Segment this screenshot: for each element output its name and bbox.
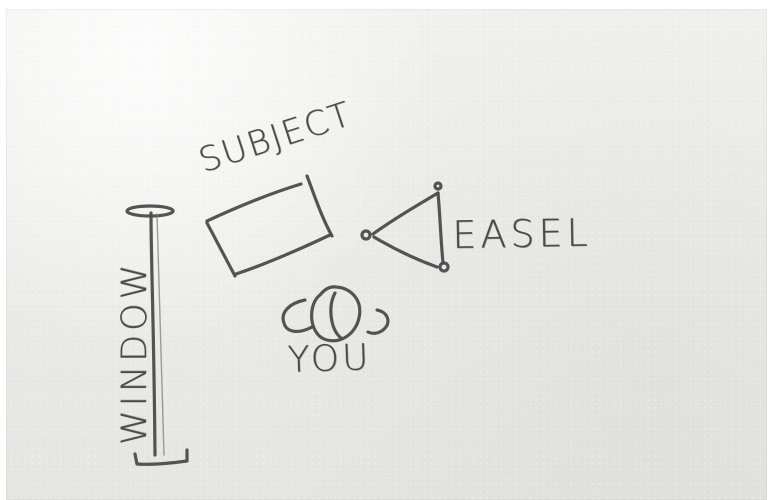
easel-label: EASEL [452, 211, 592, 257]
you-label: YOU [287, 337, 372, 381]
easel-top-point [435, 183, 441, 189]
subject-box-left [207, 223, 235, 276]
you-right-arc [368, 310, 388, 333]
subject-box-bottom [236, 235, 330, 274]
window-bottom-mark [135, 450, 187, 464]
subject-box-top [207, 184, 301, 221]
easel-left-point [362, 231, 370, 239]
you-inner-arc [331, 293, 341, 338]
easel-bottom-leg [374, 237, 437, 267]
easel-top-leg [373, 193, 438, 234]
window-label: WINDOW [115, 261, 155, 445]
subject-box-right [307, 176, 332, 236]
easel-back-leg [438, 193, 443, 263]
easel-drawing [362, 183, 448, 271]
window-right-line [157, 214, 164, 455]
you-outer-arc [283, 300, 312, 331]
you-figure-drawing [283, 287, 388, 341]
subject-drawing [207, 176, 332, 276]
